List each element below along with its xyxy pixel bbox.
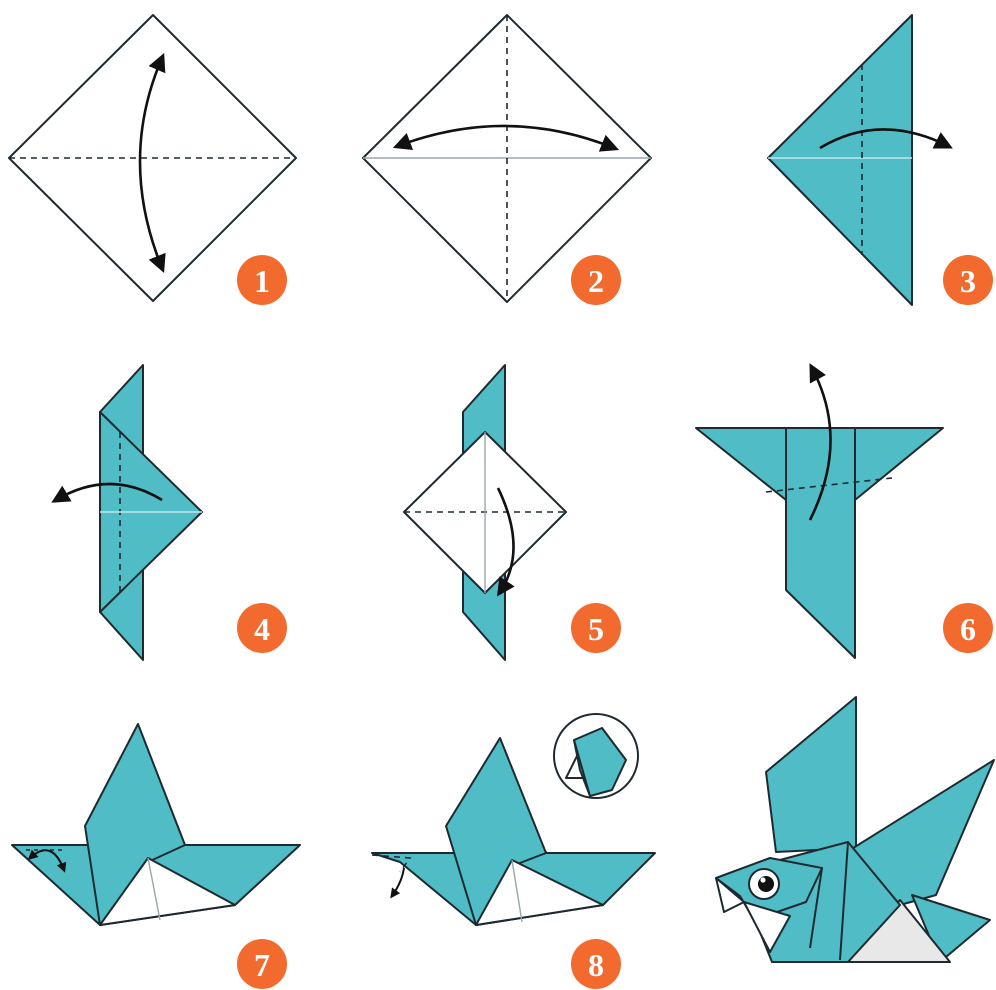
step-number: 4 [254,611,270,647]
fold-arrow-icon [392,124,620,152]
step-badge-8: 8 [571,939,621,989]
badge-circle [571,603,621,653]
step-number: 8 [588,947,604,983]
step-5-diagram [403,364,567,661]
step-badge-4: 4 [237,603,287,653]
crease-line [809,867,823,949]
fold-arrow-icon [496,487,515,597]
crease-line [147,857,161,921]
crease-line [573,739,591,797]
step-4-diagram [51,364,203,661]
step-number: 1 [254,263,270,299]
badge-circle [943,603,993,653]
crease-line [511,859,523,923]
crease-line [839,841,849,961]
fold-line [371,854,412,873]
paper-triangle [767,14,913,306]
step-number: 5 [588,611,604,647]
badge-circle [943,255,993,305]
step-1-diagram [8,14,297,302]
paper-t-shape [695,427,944,659]
finished-bird [715,696,995,963]
badge-circle [237,603,287,653]
badge-circle [237,255,287,305]
step-3-diagram [767,14,953,306]
step-number: 2 [588,263,604,299]
paper-raised-wing [445,737,547,926]
fold-arrow-icon [819,128,953,150]
fold-arrow-icon [138,52,166,274]
step-badge-6: 6 [943,603,993,653]
bird-beak-top [715,877,745,913]
paper-raised-wing [84,723,186,926]
bird-back-wing [765,696,857,853]
step-8-diagram [371,713,656,926]
step-badge-2: 2 [571,255,621,305]
step-7-diagram [11,723,301,926]
badge-circle [571,939,621,989]
bird-pupil [758,876,774,892]
step-badge-5: 5 [571,603,621,653]
step-badge-1: 1 [237,255,287,305]
step-6-diagram [695,363,944,659]
bird-tail [911,894,991,963]
fold-arrow-icon [27,849,67,873]
step-badge-7: 7 [237,939,287,989]
bird-eye-highlight [760,877,766,883]
fold-arrow-icon [51,482,163,503]
paper-belly [475,859,604,926]
step-number: 7 [254,947,270,983]
step-2-diagram [362,14,652,303]
detail-inset [553,713,639,799]
bird-beak-bottom [743,901,791,953]
badge-circle [237,939,287,989]
paper-belly [99,857,236,926]
fold-arrow-icon [808,363,832,521]
step-number: 3 [960,263,976,299]
step-badge-3: 3 [943,255,993,305]
inset-head [573,727,627,797]
fold-arrow-icon [390,867,405,899]
step-number: 6 [960,611,976,647]
badge-circle [571,255,621,305]
